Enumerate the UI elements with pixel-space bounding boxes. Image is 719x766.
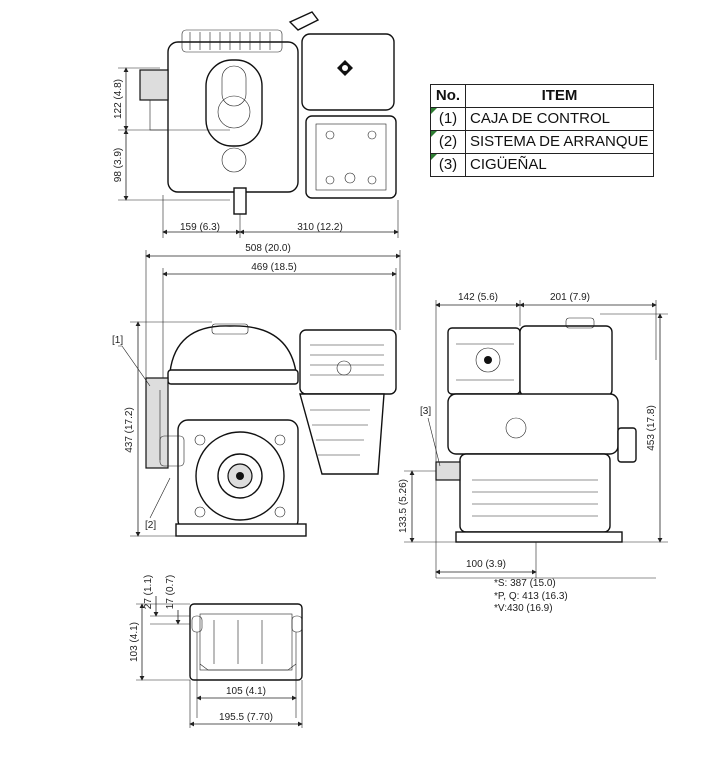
callout-1: [1] [112,335,123,346]
side-view: 142 (5.6) 201 (7.9) 453 (17.8) 133.5 (5.… [398,292,668,579]
dim-133-5: 133.5 (5.26) [398,479,409,533]
legend-no: (3) [430,153,466,177]
legend-row: (3) CIGÜEÑAL [430,153,654,177]
dim-469: 469 (18.5) [251,262,297,273]
legend-no: (1) [430,107,466,131]
dim-201: 201 (7.9) [550,292,590,303]
front-view-fuel-tank [169,325,297,373]
dim-17: 17 (0.7) [165,575,176,609]
legend-row: (2) SISTEMA DE ARRANQUE [430,130,654,154]
note-line: *S: 387 (15.0) [494,578,556,589]
base-view: 27 (1.1) 17 (0.7) 103 (4.1) 105 (4.1) 19… [129,575,303,728]
legend-item: SISTEMA DE ARRANQUE [465,130,654,154]
legend-no: (2) [430,130,466,154]
front-view: 508 (20.0) 469 (18.5) 437 (17.2) [1] [2] [112,243,401,537]
dim-310: 310 (12.2) [297,222,343,233]
dim-453: 453 (17.8) [646,405,657,451]
dim-103: 103 (4.1) [129,622,140,662]
note-line: *P, Q: 413 (16.3) [494,590,568,602]
dim-27: 27 (1.1) [143,575,154,609]
legend-table: No. ITEM (1) CAJA DE CONTROL (2) SISTEMA… [430,84,654,177]
variant-notes: *S: 387 (15.0) *P, Q: 413 (16.3) *V:430 … [494,578,568,616]
top-view: 122 (4.8) 98 (3.9) 159 (6.3) 310 (12.2) [113,11,399,238]
callout-2: [2] [145,520,156,531]
dim-100: 100 (3.9) [466,559,506,570]
dim-105: 105 (4.1) [226,686,266,697]
legend-header-item: ITEM [465,84,654,108]
dim-159: 159 (6.3) [180,222,220,233]
legend-header-no: No. [430,84,466,108]
dim-195-5: 195.5 (7.70) [219,712,273,723]
callout-3: [3] [420,406,431,417]
dim-437: 437 (17.2) [124,407,135,453]
dim-98: 98 (3.9) [113,148,124,182]
dim-508: 508 (20.0) [245,243,291,254]
legend-item: CIGÜEÑAL [465,153,654,177]
legend-item: CAJA DE CONTROL [465,107,654,131]
note-line: *V:430 (16.9) [494,603,553,614]
dim-142: 142 (5.6) [458,292,498,303]
legend-row: (1) CAJA DE CONTROL [430,107,654,131]
control-box [145,377,169,469]
legend-header-row: No. ITEM [430,84,654,108]
dim-122: 122 (4.8) [113,79,124,119]
